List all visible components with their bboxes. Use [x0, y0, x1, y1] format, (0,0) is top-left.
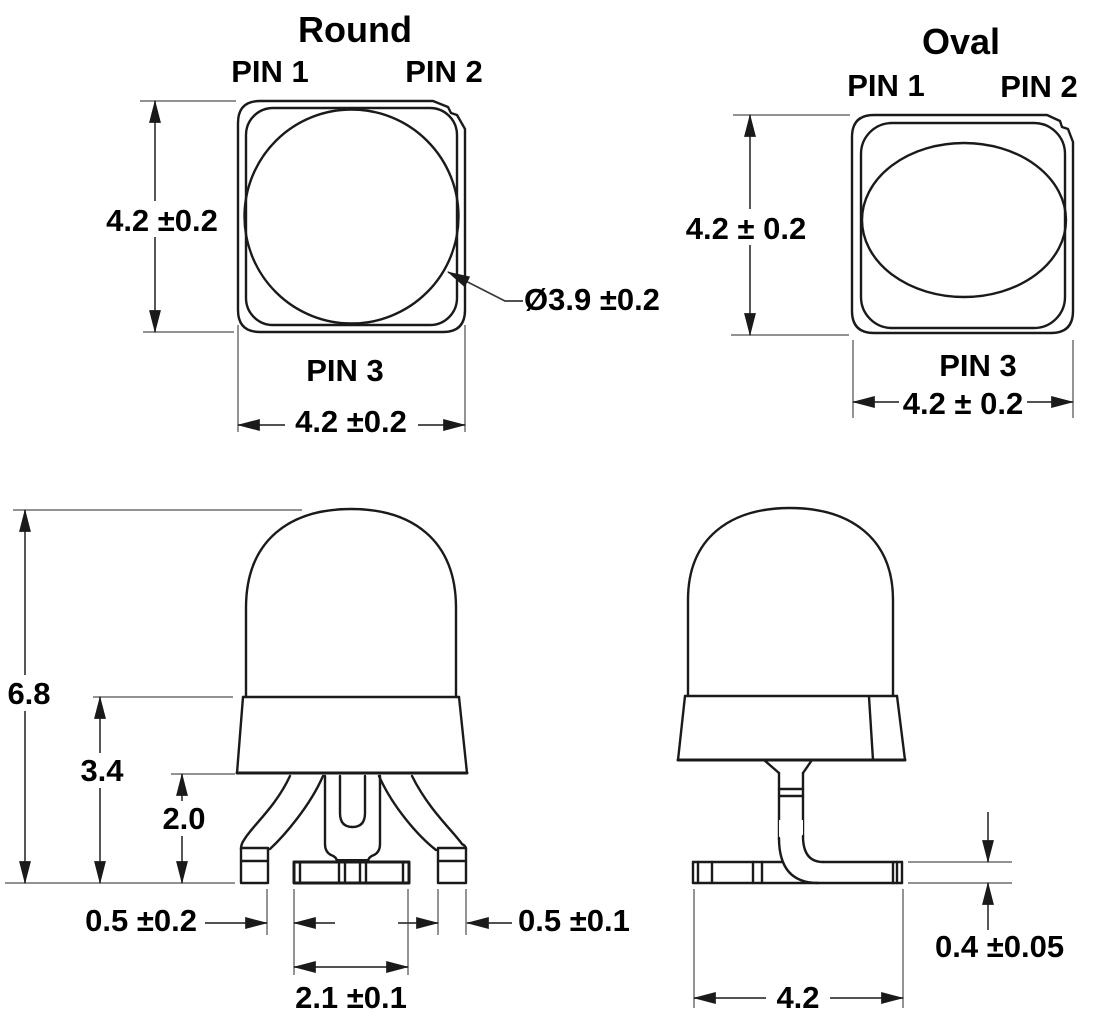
oval-top-view: Oval PIN 1 PIN 2 PIN 3 4.2 ± 0.2 4.2 ± 0…	[682, 21, 1078, 421]
oval-pin1-label: PIN 1	[847, 68, 925, 103]
front-left-foot	[239, 846, 270, 885]
oval-pin2-label: PIN 2	[1000, 69, 1078, 104]
round-width-dim-text: 4.2 ±0.2	[295, 404, 407, 439]
oval-package-outline	[850, 113, 1075, 335]
oval-width-dim-text: 4.2 ± 0.2	[903, 386, 1023, 421]
side-dome-outline	[686, 506, 895, 698]
round-package-outline	[236, 99, 467, 334]
front-flange-sides	[235, 695, 469, 775]
round-pin1-label: PIN 1	[231, 54, 309, 89]
round-pin2-label: PIN 2	[405, 54, 483, 89]
round-top-view: Round PIN 1 PIN 2 PIN 3 4.2 ±0.2 4.2 ±0.…	[102, 9, 660, 439]
front-pad-width-text: 2.1 ±0.1	[295, 980, 407, 1015]
round-pin3-label: PIN 3	[306, 353, 384, 388]
front-lead-height-text: 2.0	[162, 801, 205, 836]
round-lens-leader-line	[446, 271, 523, 302]
side-lead-neck	[762, 758, 814, 775]
round-lens-dim-text: Ø3.9 ±0.2	[524, 282, 660, 317]
side-ext-lines	[693, 861, 1012, 1008]
front-post-slot	[338, 774, 367, 829]
front-ext-lines	[5, 509, 467, 975]
round-ext-lines	[140, 100, 466, 432]
front-right-leg	[377, 774, 468, 852]
front-right-foot-text: 0.5 ±0.1	[518, 903, 630, 938]
oval-height-dim-text: 4.2 ± 0.2	[686, 211, 806, 246]
side-lead-crimp-ticks	[777, 787, 805, 832]
front-bottom-pad	[292, 860, 411, 885]
round-package-inner-line	[244, 106, 459, 327]
front-dome-outline	[244, 507, 458, 699]
front-center-post	[323, 774, 382, 864]
front-right-foot	[436, 846, 468, 885]
oval-lens-ellipse	[860, 141, 1068, 299]
side-foot-right-ticks	[891, 860, 904, 885]
oval-ext-lines	[731, 114, 1074, 418]
side-flange-sides	[676, 694, 907, 762]
side-lead-thickness-text: 0.4 ±0.05	[935, 929, 1064, 964]
front-body-height-text: 3.4	[80, 753, 124, 788]
front-view: 6.8 3.4 2.0 0.5 ±0.2 0.5 ±0.1 2.1 ±0.1	[2, 507, 630, 1015]
front-left-gap-text: 0.5 ±0.2	[85, 903, 197, 938]
front-left-leg	[239, 774, 325, 851]
side-view: 0.4 ±0.05 4.2	[676, 506, 1064, 1015]
round-lens-circle	[243, 108, 460, 325]
front-total-height-text: 6.8	[7, 676, 50, 711]
side-foot-left-ticks	[691, 860, 764, 885]
oval-pin3-label: PIN 3	[939, 348, 1017, 383]
side-foot-length-text: 4.2	[776, 980, 819, 1015]
round-height-dim-text: 4.2 ±0.2	[106, 203, 218, 238]
oval-title: Oval	[922, 21, 1000, 62]
side-lead-bend-inner	[801, 834, 825, 864]
front-pad-ticks	[298, 860, 405, 885]
side-lead-bend-fill	[779, 820, 823, 882]
round-title: Round	[298, 9, 412, 50]
